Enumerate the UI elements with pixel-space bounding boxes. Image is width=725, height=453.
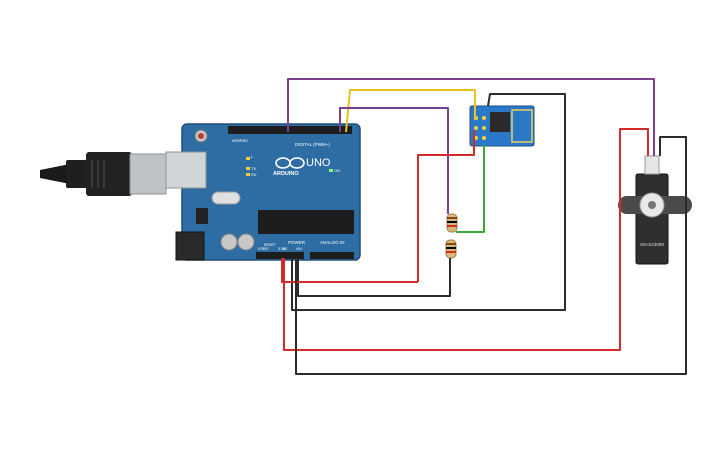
purple-wire-2 (339, 107, 449, 214)
usb-cable (40, 152, 167, 196)
reset-label: RESET (264, 243, 277, 247)
tx-label: TX (251, 166, 256, 171)
resistor-2[interactable] (445, 239, 457, 259)
red-wire-servo (283, 128, 649, 351)
esp8266-module[interactable] (469, 105, 535, 147)
antenna-icon (511, 109, 533, 143)
board-brand-label: ARDUINO (273, 171, 299, 177)
digital-header-label: DIGITAL (PWM~) (295, 142, 330, 147)
analog-header-label: ANALOG IN (320, 240, 345, 245)
board-model-label: UNO (306, 157, 331, 169)
black-wire-resistor (297, 258, 451, 297)
l-led-label: L (251, 154, 254, 159)
arduino-uno-board[interactable]: ARDUINO UNO DIGITAL (PWM~) POWER ANALOG … (165, 123, 361, 261)
red-wire-esp (417, 130, 475, 282)
power-header-pins (256, 252, 304, 259)
servo-motor[interactable]: SM-S2309S (618, 155, 692, 265)
ioref-label: IOREF (258, 247, 269, 251)
digital-header-pins (228, 126, 352, 134)
gnd-label: GND (240, 139, 248, 143)
analog-header-pins (310, 252, 354, 259)
purple-wire-1 (287, 78, 655, 156)
green-wire (456, 145, 485, 233)
yellow-wire (345, 89, 476, 133)
black-wire-servo (295, 136, 687, 375)
red-wire-board (281, 258, 418, 283)
servo-model-label: SM-S2309S (640, 242, 664, 247)
vin-label: VIN (296, 247, 302, 251)
on-led-label: ON (334, 168, 340, 173)
resistor-1[interactable] (446, 213, 458, 233)
v5-label: 5V (283, 247, 288, 251)
aref-label: AREF (232, 139, 241, 143)
power-header-label: POWER (288, 240, 306, 245)
rx-label: RX (251, 172, 257, 177)
wires (281, 78, 687, 375)
v33-label: 3.3V (278, 247, 286, 251)
black-wire-esp (291, 93, 566, 311)
